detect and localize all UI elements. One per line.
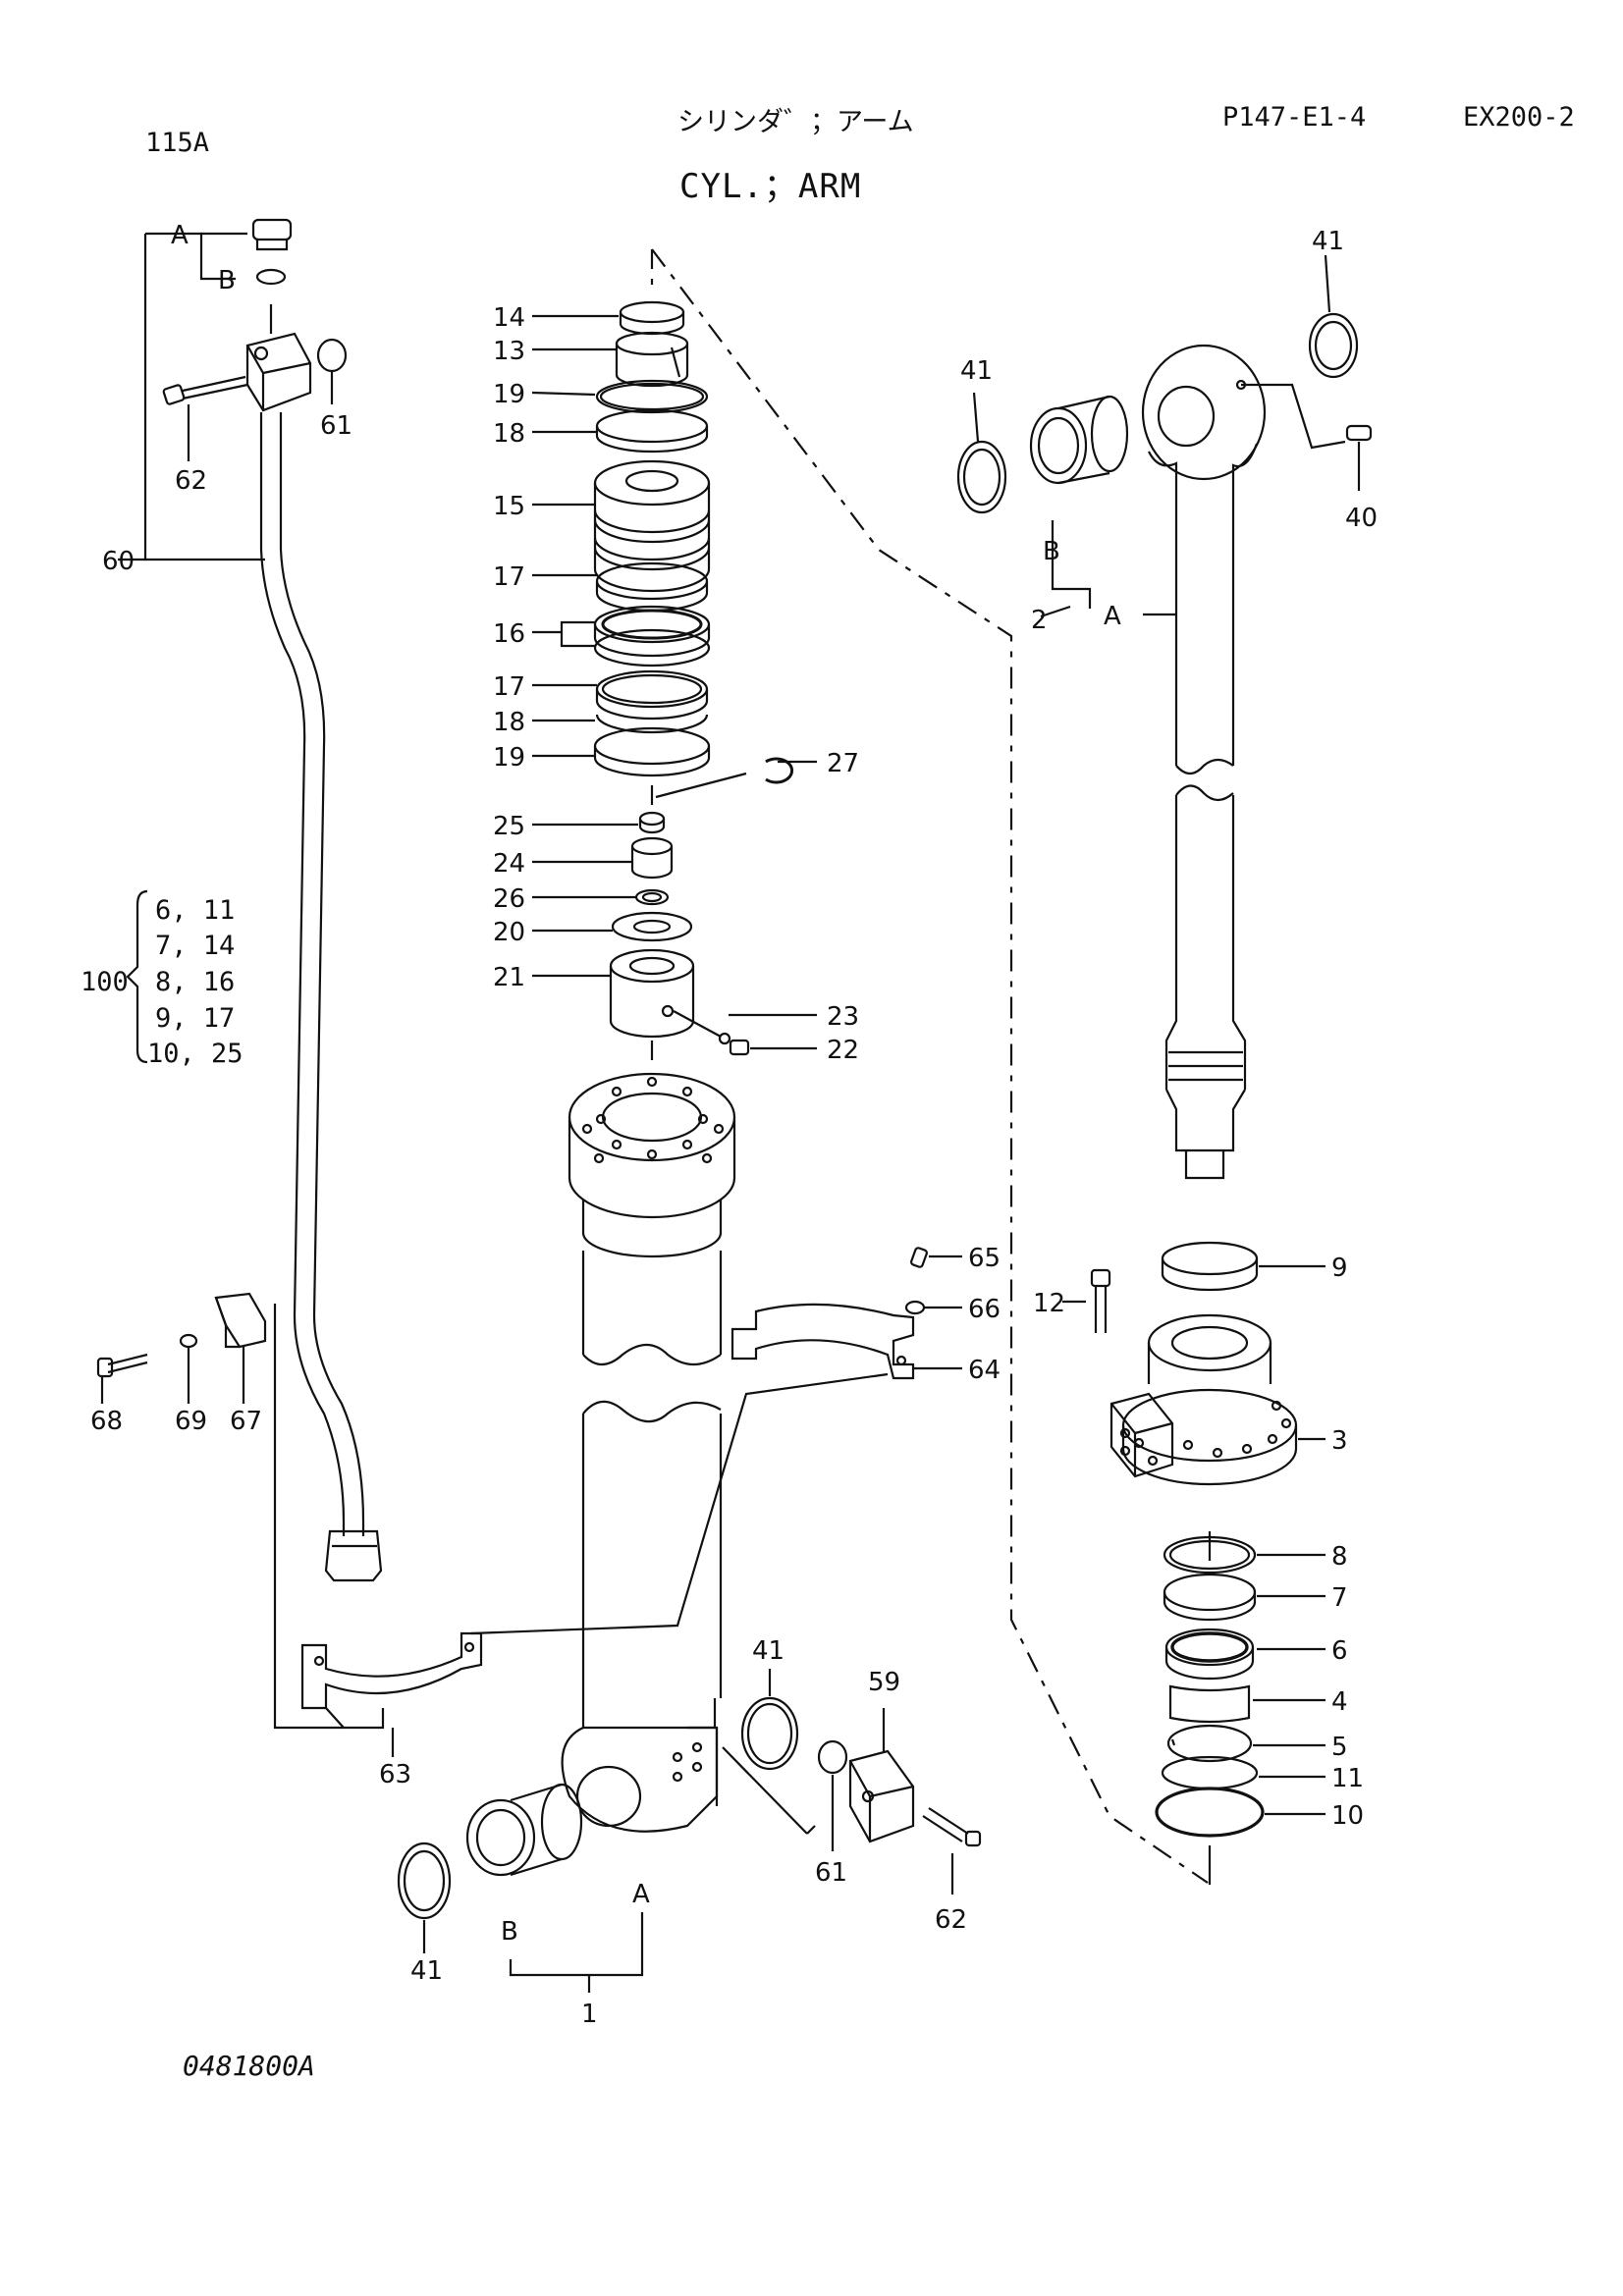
title-japanese: シリンダ゛；アーム [677, 107, 914, 137]
callout-62: 62 [935, 1905, 967, 1935]
pipe-block-59 [848, 1708, 915, 1843]
hydraulic-pipe [259, 412, 383, 1582]
callout-27: 27 [827, 749, 859, 778]
callout-1-a: A [632, 1880, 650, 1909]
kit-row: 9, 17 [155, 1003, 236, 1034]
callout-67: 67 [230, 1407, 262, 1436]
callout-10: 10 [1331, 1801, 1364, 1831]
callout-12: 12 [1033, 1289, 1065, 1318]
block-67 [214, 1292, 267, 1349]
callout-65: 65 [968, 1244, 1001, 1273]
kit-row: 6, 11 [155, 895, 236, 926]
callout-26: 26 [493, 884, 525, 914]
callout-17: 17 [493, 562, 525, 592]
callout-22: 22 [827, 1036, 859, 1065]
callout-18: 18 [493, 708, 525, 737]
kit-row: 8, 16 [155, 967, 236, 997]
callout-18: 18 [493, 419, 525, 449]
pipe-block [245, 304, 312, 412]
cylinder-base-eye [561, 1698, 719, 1833]
callout-5: 5 [1331, 1733, 1348, 1762]
bolt-part [162, 375, 248, 461]
cylinder-head [1109, 1313, 1298, 1486]
callout-2-a: A [1104, 602, 1121, 631]
callout-15: 15 [493, 492, 525, 521]
callout-20: 20 [493, 918, 525, 947]
callout-61: 61 [815, 1858, 847, 1888]
callout-14: 14 [493, 303, 525, 333]
callout-2: 2 [1031, 606, 1048, 635]
callout-13: 13 [493, 337, 525, 366]
callout-60-b: B [218, 266, 236, 295]
kit-label: 100 [81, 967, 129, 997]
callout-68: 68 [90, 1407, 123, 1436]
cylinder-tube [568, 1072, 736, 1698]
piston-rod [1141, 344, 1267, 1180]
callout-21: 21 [493, 963, 525, 992]
page-code: 115A [145, 128, 210, 158]
callout-24: 24 [493, 849, 525, 879]
drawing-number: 0481800A [183, 2050, 315, 2082]
callout-17: 17 [493, 672, 525, 702]
callout-41: 41 [410, 1956, 443, 1986]
callout-16: 16 [493, 619, 525, 649]
callout-41: 41 [960, 356, 993, 386]
callout-2-b: B [1043, 537, 1060, 566]
callout-59: 59 [868, 1668, 900, 1697]
callout-64: 64 [968, 1356, 1001, 1385]
callout-41: 41 [1312, 227, 1344, 256]
callout-1-b: B [501, 1917, 518, 1947]
callout-3: 3 [1331, 1426, 1348, 1456]
callout-8: 8 [1331, 1542, 1348, 1572]
callout-41: 41 [752, 1636, 784, 1666]
callout-4: 4 [1331, 1687, 1348, 1717]
callout-62: 62 [175, 466, 207, 496]
piston-part [593, 459, 711, 593]
kit-row: 10, 25 [147, 1039, 243, 1069]
clamp-63 [300, 1631, 483, 1730]
callout-19: 19 [493, 743, 525, 773]
kit-row: 7, 14 [155, 931, 236, 961]
nut-part [609, 948, 695, 1039]
callout-66: 66 [968, 1295, 1001, 1324]
callout-1: 1 [581, 2000, 598, 2029]
callout-9: 9 [1331, 1254, 1348, 1283]
callout-60-a: A [171, 221, 189, 250]
callout-23: 23 [827, 1002, 859, 1032]
callout-6: 6 [1331, 1636, 1348, 1666]
plug-part [251, 218, 293, 286]
callout-60: 60 [102, 547, 135, 576]
machine-model: EX200-2 [1463, 102, 1575, 133]
clamp-64 [730, 1303, 915, 1380]
callout-25: 25 [493, 812, 525, 841]
callout-61: 61 [320, 411, 352, 441]
part-reference: P147-E1-4 [1222, 102, 1367, 133]
callout-40: 40 [1345, 504, 1378, 533]
callout-19: 19 [493, 380, 525, 409]
title-english: CYL.；ARM [679, 167, 862, 206]
callout-63: 63 [379, 1760, 411, 1789]
callout-11: 11 [1331, 1764, 1364, 1793]
callout-69: 69 [175, 1407, 207, 1436]
callout-7: 7 [1331, 1583, 1348, 1613]
